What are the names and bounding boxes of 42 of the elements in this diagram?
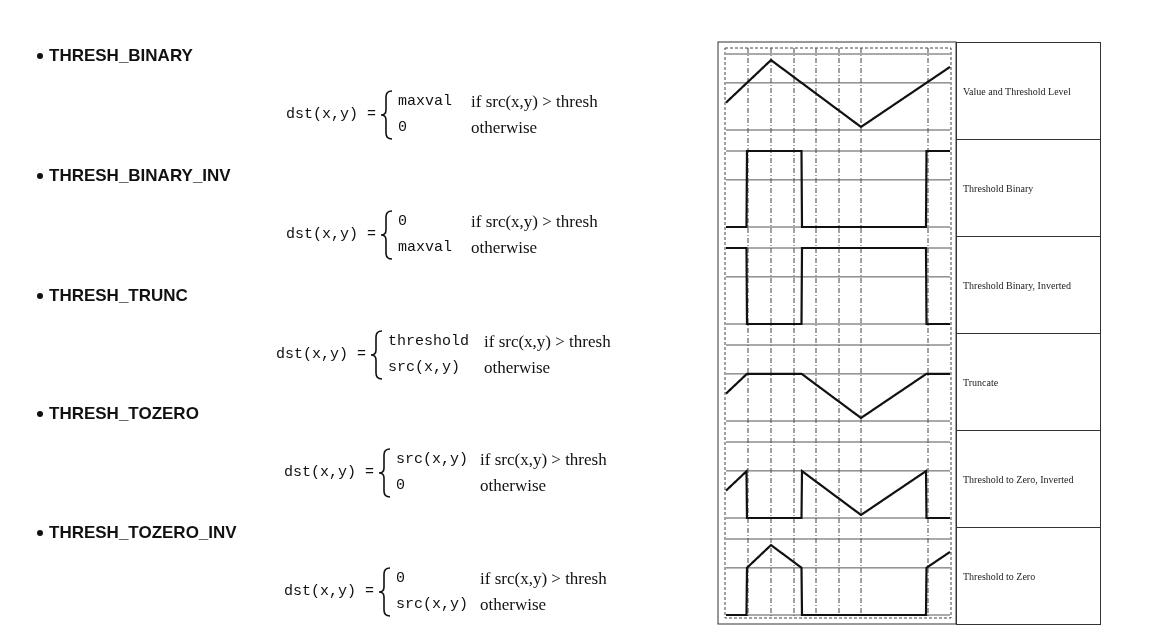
caption-cell [956, 236, 1101, 334]
method-heading: THRESH_TRUNC [49, 286, 188, 306]
formula-lhs: dst(x,y) = [286, 226, 376, 243]
waveform-caption: Value and Threshold Level [963, 85, 1071, 97]
formula-condition: otherwise [480, 595, 547, 615]
formula-condition: if src(x,y) > thresh [480, 569, 607, 589]
waveform-caption: Threshold Binary [963, 182, 1034, 194]
formula-value: 0 [396, 477, 405, 494]
caption-cell [956, 42, 1101, 140]
formula-condition: if src(x,y) > thresh [471, 92, 598, 112]
formula-condition: if src(x,y) > thresh [484, 332, 611, 352]
formula-value: 0 [398, 213, 407, 230]
formula-condition: if src(x,y) > thresh [471, 212, 598, 232]
waveform-caption: Threshold Binary, Inverted [963, 279, 1071, 291]
waveform-caption: Threshold to Zero [963, 570, 1036, 582]
formula-value: maxval [398, 93, 452, 110]
method-heading: THRESH_BINARY [49, 46, 193, 66]
formula-condition: otherwise [471, 118, 538, 138]
caption-cell [956, 333, 1101, 431]
caption-cell [956, 430, 1101, 528]
waveform-caption: Truncate [963, 376, 999, 388]
formula-condition: otherwise [484, 358, 551, 378]
formula-value: src(x,y) [396, 451, 468, 468]
formula-value: maxval [398, 239, 452, 256]
caption-cell [956, 139, 1101, 237]
formula-value: src(x,y) [388, 359, 460, 376]
formula-lhs: dst(x,y) = [276, 346, 366, 363]
formula-lhs: dst(x,y) = [284, 583, 374, 600]
formula-value: src(x,y) [396, 596, 468, 613]
method-heading: THRESH_TOZERO_INV [49, 523, 237, 543]
formula-value: 0 [398, 119, 407, 136]
formula-lhs: dst(x,y) = [286, 106, 376, 123]
method-heading: THRESH_BINARY_INV [49, 166, 231, 186]
formula-value: threshold [388, 333, 469, 350]
formula-condition: if src(x,y) > thresh [480, 450, 607, 470]
caption-cell [956, 527, 1101, 625]
formula-value: 0 [396, 570, 405, 587]
formula-condition: otherwise [480, 476, 547, 496]
method-heading: THRESH_TOZERO [49, 404, 199, 424]
formula-lhs: dst(x,y) = [284, 464, 374, 481]
waveform-caption: Threshold to Zero, Inverted [963, 473, 1074, 485]
formula-condition: otherwise [471, 238, 538, 258]
